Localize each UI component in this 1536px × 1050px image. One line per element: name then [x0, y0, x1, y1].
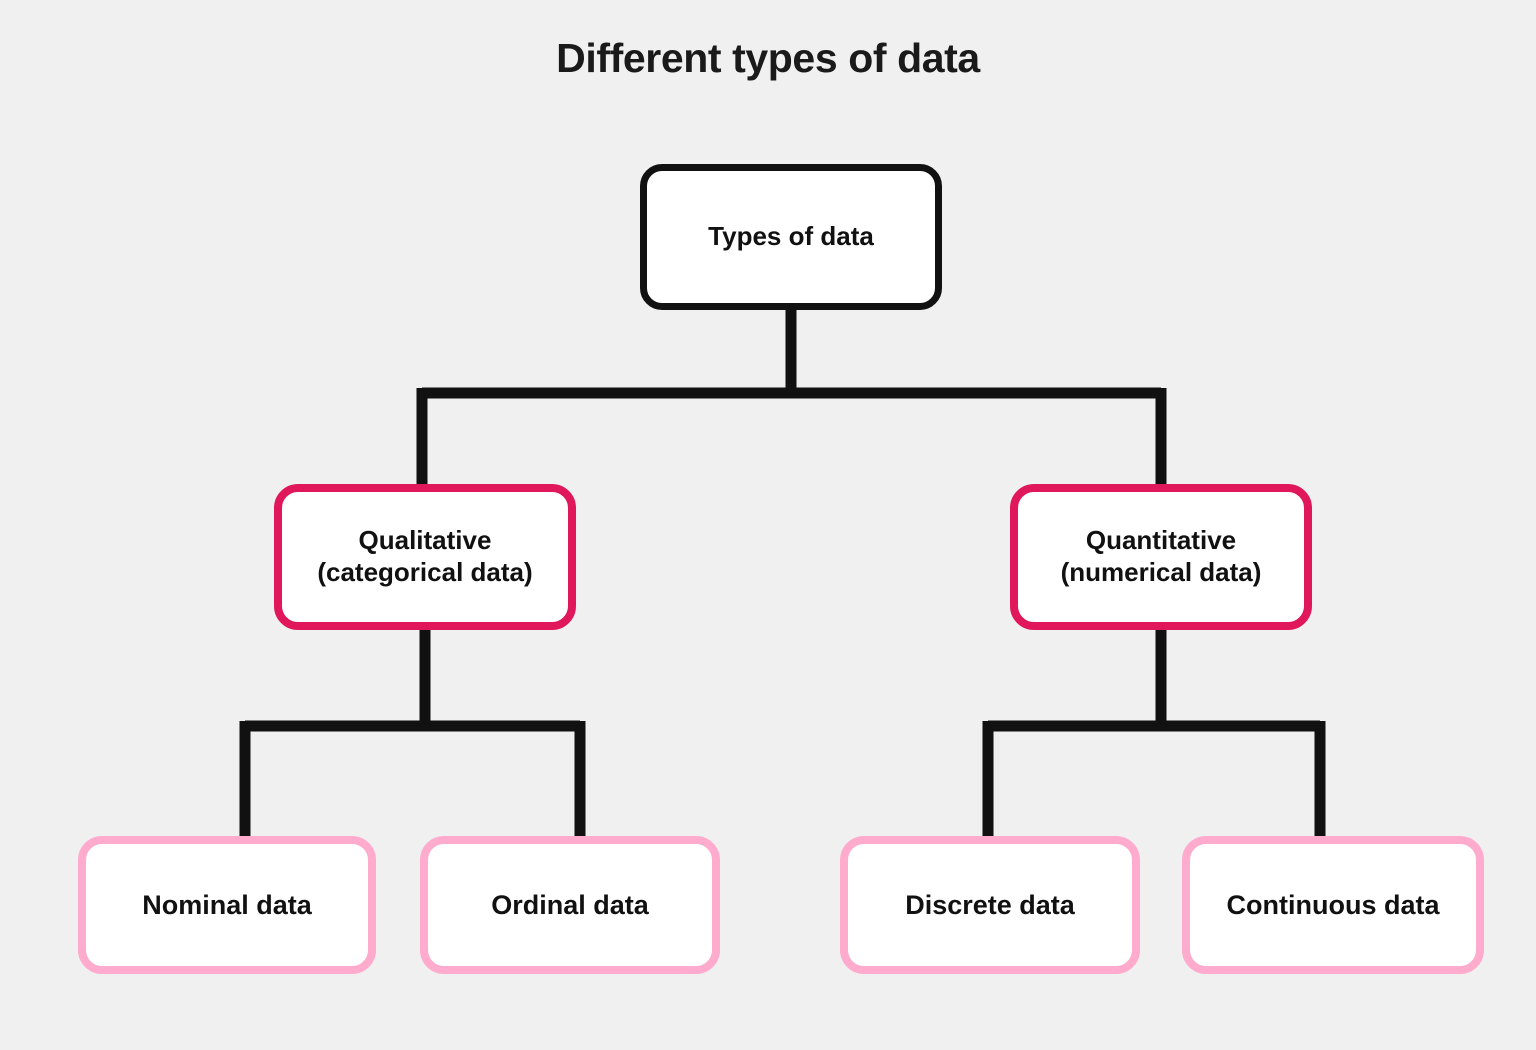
node-ordinal-data-label: Ordinal data [491, 889, 649, 920]
node-qualitative-label: Qualitative (categorical data) [317, 525, 533, 587]
node-discrete-data-label: Discrete data [905, 889, 1075, 920]
node-quantitative[interactable]: Quantitative (numerical data) [1010, 484, 1312, 630]
page-title: Different types of data [556, 35, 980, 81]
node-discrete-data[interactable]: Discrete data [840, 836, 1140, 974]
node-types-of-data-label: Types of data [708, 221, 874, 252]
node-continuous-data-label: Continuous data [1226, 889, 1440, 920]
node-qualitative[interactable]: Qualitative (categorical data) [274, 484, 576, 630]
node-quantitative-label: Quantitative (numerical data) [1060, 525, 1262, 587]
node-ordinal-data[interactable]: Ordinal data [420, 836, 720, 974]
node-nominal-data-label: Nominal data [142, 889, 312, 920]
node-nominal-data[interactable]: Nominal data [78, 836, 376, 974]
node-continuous-data[interactable]: Continuous data [1182, 836, 1484, 974]
node-types-of-data[interactable]: Types of data [640, 164, 942, 310]
